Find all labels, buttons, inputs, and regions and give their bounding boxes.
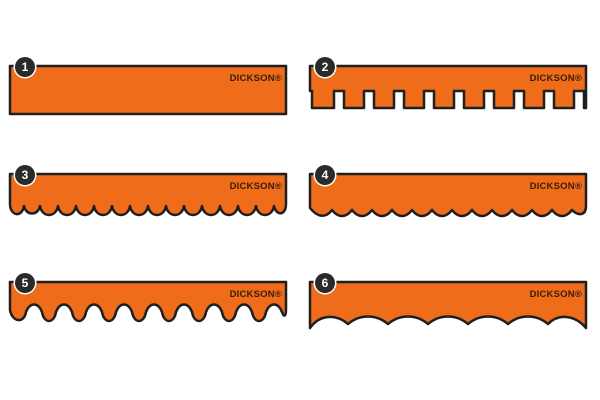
valance-style-6[interactable]: 6 DICKSON® (308, 273, 588, 340)
brand-label: DICKSON® (529, 289, 582, 300)
valance-shape-straight (8, 64, 288, 116)
brand-label: DICKSON® (529, 73, 582, 84)
valance-shape-round-tab (8, 280, 288, 323)
style-number-badge: 1 (15, 57, 35, 77)
brand-label: DICKSON® (229, 289, 282, 300)
valance-style-5[interactable]: 5 DICKSON® (8, 273, 288, 340)
style-number-badge: 6 (315, 273, 335, 293)
brand-label: DICKSON® (229, 73, 282, 84)
brand-label: DICKSON® (529, 181, 582, 192)
valance-shape-wave (308, 280, 588, 330)
style-number-badge: 5 (15, 273, 35, 293)
brand-label: DICKSON® (229, 181, 282, 192)
valance-shape-square-notch (308, 64, 588, 110)
valance-style-3[interactable]: 3 DICKSON® (8, 165, 288, 232)
style-number-badge: 3 (15, 165, 35, 185)
style-number-badge: 4 (315, 165, 335, 185)
valance-style-1[interactable]: 1 DICKSON® (8, 57, 288, 124)
valance-shape-scallop-notched (8, 172, 288, 217)
valance-shape-scallop (308, 172, 588, 218)
valance-style-2[interactable]: 2 DICKSON® (308, 57, 588, 124)
valance-style-4[interactable]: 4 DICKSON® (308, 165, 588, 232)
style-number-badge: 2 (315, 57, 335, 77)
